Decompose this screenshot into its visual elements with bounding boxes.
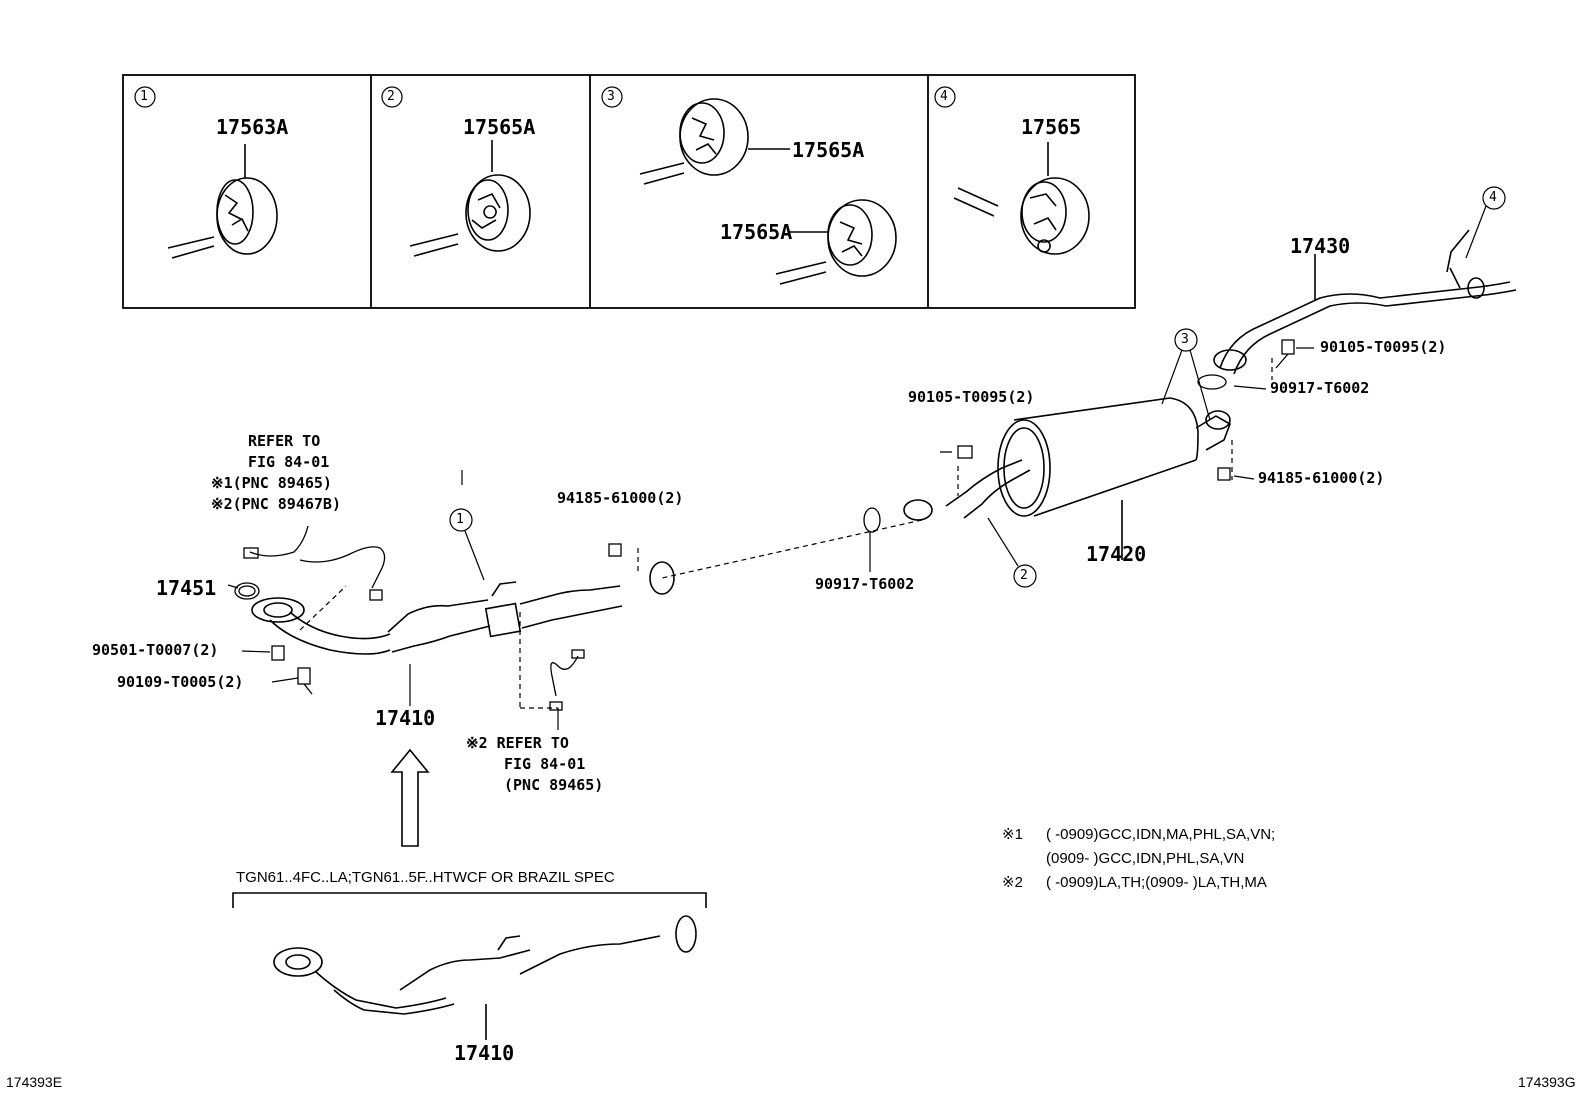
note-2-mark: ※2 bbox=[1002, 874, 1023, 891]
label-leaders bbox=[227, 347, 1314, 730]
footer-right-code: 174393G bbox=[1518, 1074, 1576, 1090]
inset-3-part-bottom: 17565A bbox=[720, 220, 793, 244]
inset-frame bbox=[122, 74, 1136, 309]
hanger-17563A-drawing bbox=[167, 144, 278, 259]
spec-bracket bbox=[232, 892, 707, 908]
note-1-mark: ※1 bbox=[1002, 826, 1023, 843]
tail-pipe-label: 17430 bbox=[1290, 234, 1351, 258]
refer-upper-line4: ※2(PNC 89467B) bbox=[211, 495, 341, 513]
spring-label: 90501-T0007(2) bbox=[92, 641, 219, 659]
inset-3-part-top: 17565A bbox=[792, 138, 865, 162]
refer-lower-line2: FIG 84-01 bbox=[504, 755, 586, 773]
gasket-front-label: 17451 bbox=[156, 576, 217, 600]
inset-2-part: 17565A bbox=[463, 115, 536, 139]
muffler-dashed-leaders bbox=[299, 358, 1273, 709]
inset-4-number: 4 bbox=[940, 89, 948, 104]
gasket-tail-label: 90917-T6002 bbox=[1270, 379, 1370, 397]
nut-center-label: 94185-61000(2) bbox=[557, 489, 684, 507]
fastener-drawings bbox=[271, 339, 1295, 695]
hanger-17565A-top-drawing bbox=[639, 98, 790, 185]
note-1-line2: (0909- )GCC,IDN,PHL,SA,VN bbox=[1046, 850, 1245, 867]
callout-4: 4 bbox=[1489, 190, 1497, 205]
bolt-tail-label: 90105-T0095(2) bbox=[1320, 338, 1447, 356]
nut-muffler-label: 94185-61000(2) bbox=[1258, 469, 1385, 487]
front-pipe-alt-label: 17410 bbox=[454, 1041, 515, 1065]
callout-3: 3 bbox=[1181, 332, 1189, 347]
bolt-muffler-label: 90105-T0095(2) bbox=[908, 388, 1035, 406]
note-2-line1: ( -0909)LA,TH;(0909- )LA,TH,MA bbox=[1046, 874, 1267, 891]
footer-left-code: 174393E bbox=[6, 1074, 63, 1090]
callout-2: 2 bbox=[1020, 568, 1028, 583]
muffler-label: 17420 bbox=[1086, 542, 1147, 566]
callout-circles bbox=[449, 186, 1506, 588]
hanger-17565A-drawing bbox=[409, 140, 531, 257]
tail-pipe-drawing bbox=[1213, 229, 1517, 375]
front-pipe-label: 17410 bbox=[375, 706, 436, 730]
inset-3-number: 3 bbox=[607, 89, 615, 104]
front-pipe-drawing bbox=[251, 561, 675, 655]
refer-upper-line1: REFER TO bbox=[248, 432, 321, 450]
hanger-17565-drawing bbox=[953, 142, 1090, 255]
note-1-line1: ( -0909)GCC,IDN,MA,PHL,SA,VN; bbox=[1046, 826, 1276, 843]
muffler-drawing bbox=[903, 397, 1231, 560]
inset-4-part: 17565 bbox=[1021, 115, 1082, 139]
hanger-17565A-bottom-drawing bbox=[775, 199, 897, 285]
inset-number-circles bbox=[134, 86, 956, 108]
refer-lower-line3: (PNC 89465) bbox=[504, 776, 604, 794]
oxygen-sensor-drawings bbox=[234, 525, 585, 711]
inset-1-part: 17563A bbox=[216, 115, 289, 139]
refer-upper-line2: FIG 84-01 bbox=[248, 453, 330, 471]
up-arrow bbox=[390, 748, 430, 847]
callout-1: 1 bbox=[456, 512, 464, 527]
inset-2-number: 2 bbox=[387, 89, 395, 104]
inset-1-number: 1 bbox=[140, 89, 148, 104]
refer-upper-line3: ※1(PNC 89465) bbox=[211, 474, 332, 492]
bolt-front-label: 90109-T0005(2) bbox=[117, 673, 244, 691]
refer-lower-line1: ※2 REFER TO bbox=[466, 734, 569, 752]
spec-label: TGN61..4FC..LA;TGN61..5F..HTWCF OR BRAZI… bbox=[236, 869, 615, 886]
gasket-center-label: 90917-T6002 bbox=[815, 575, 915, 593]
front-pipe-alt-drawing bbox=[273, 915, 697, 1040]
